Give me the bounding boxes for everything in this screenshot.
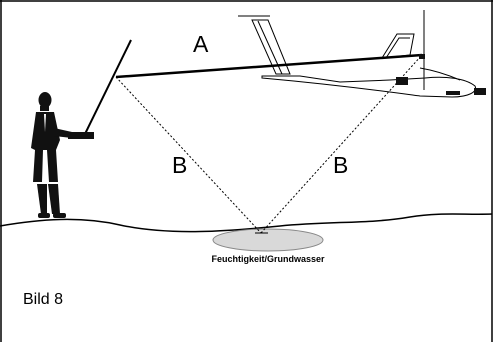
pilot-figure-icon [31, 92, 72, 218]
airplane-receiver-icon [396, 77, 408, 85]
label-direct-path-a: A [193, 31, 209, 57]
transmitter-antenna [83, 39, 132, 137]
direct-path-line [115, 53, 423, 79]
airplane-antenna-tip-icon [419, 54, 425, 59]
label-groundwater: Feuchtigkeit/Grundwasser [211, 254, 325, 264]
glider-airplane-icon [238, 10, 477, 98]
groundwater-puddle-icon [212, 228, 324, 252]
label-reflected-path-b-right: B [333, 152, 348, 178]
airplane-battery-icon [474, 88, 486, 95]
reflected-path-left-line [115, 76, 262, 234]
airplane-servo-icon [446, 91, 460, 95]
reflected-path-right-line [260, 54, 423, 234]
ground-line [0, 213, 493, 233]
label-reflected-path-b-left: B [172, 152, 187, 178]
figure-caption: Bild 8 [23, 291, 63, 308]
transmitter-icon [68, 132, 94, 139]
